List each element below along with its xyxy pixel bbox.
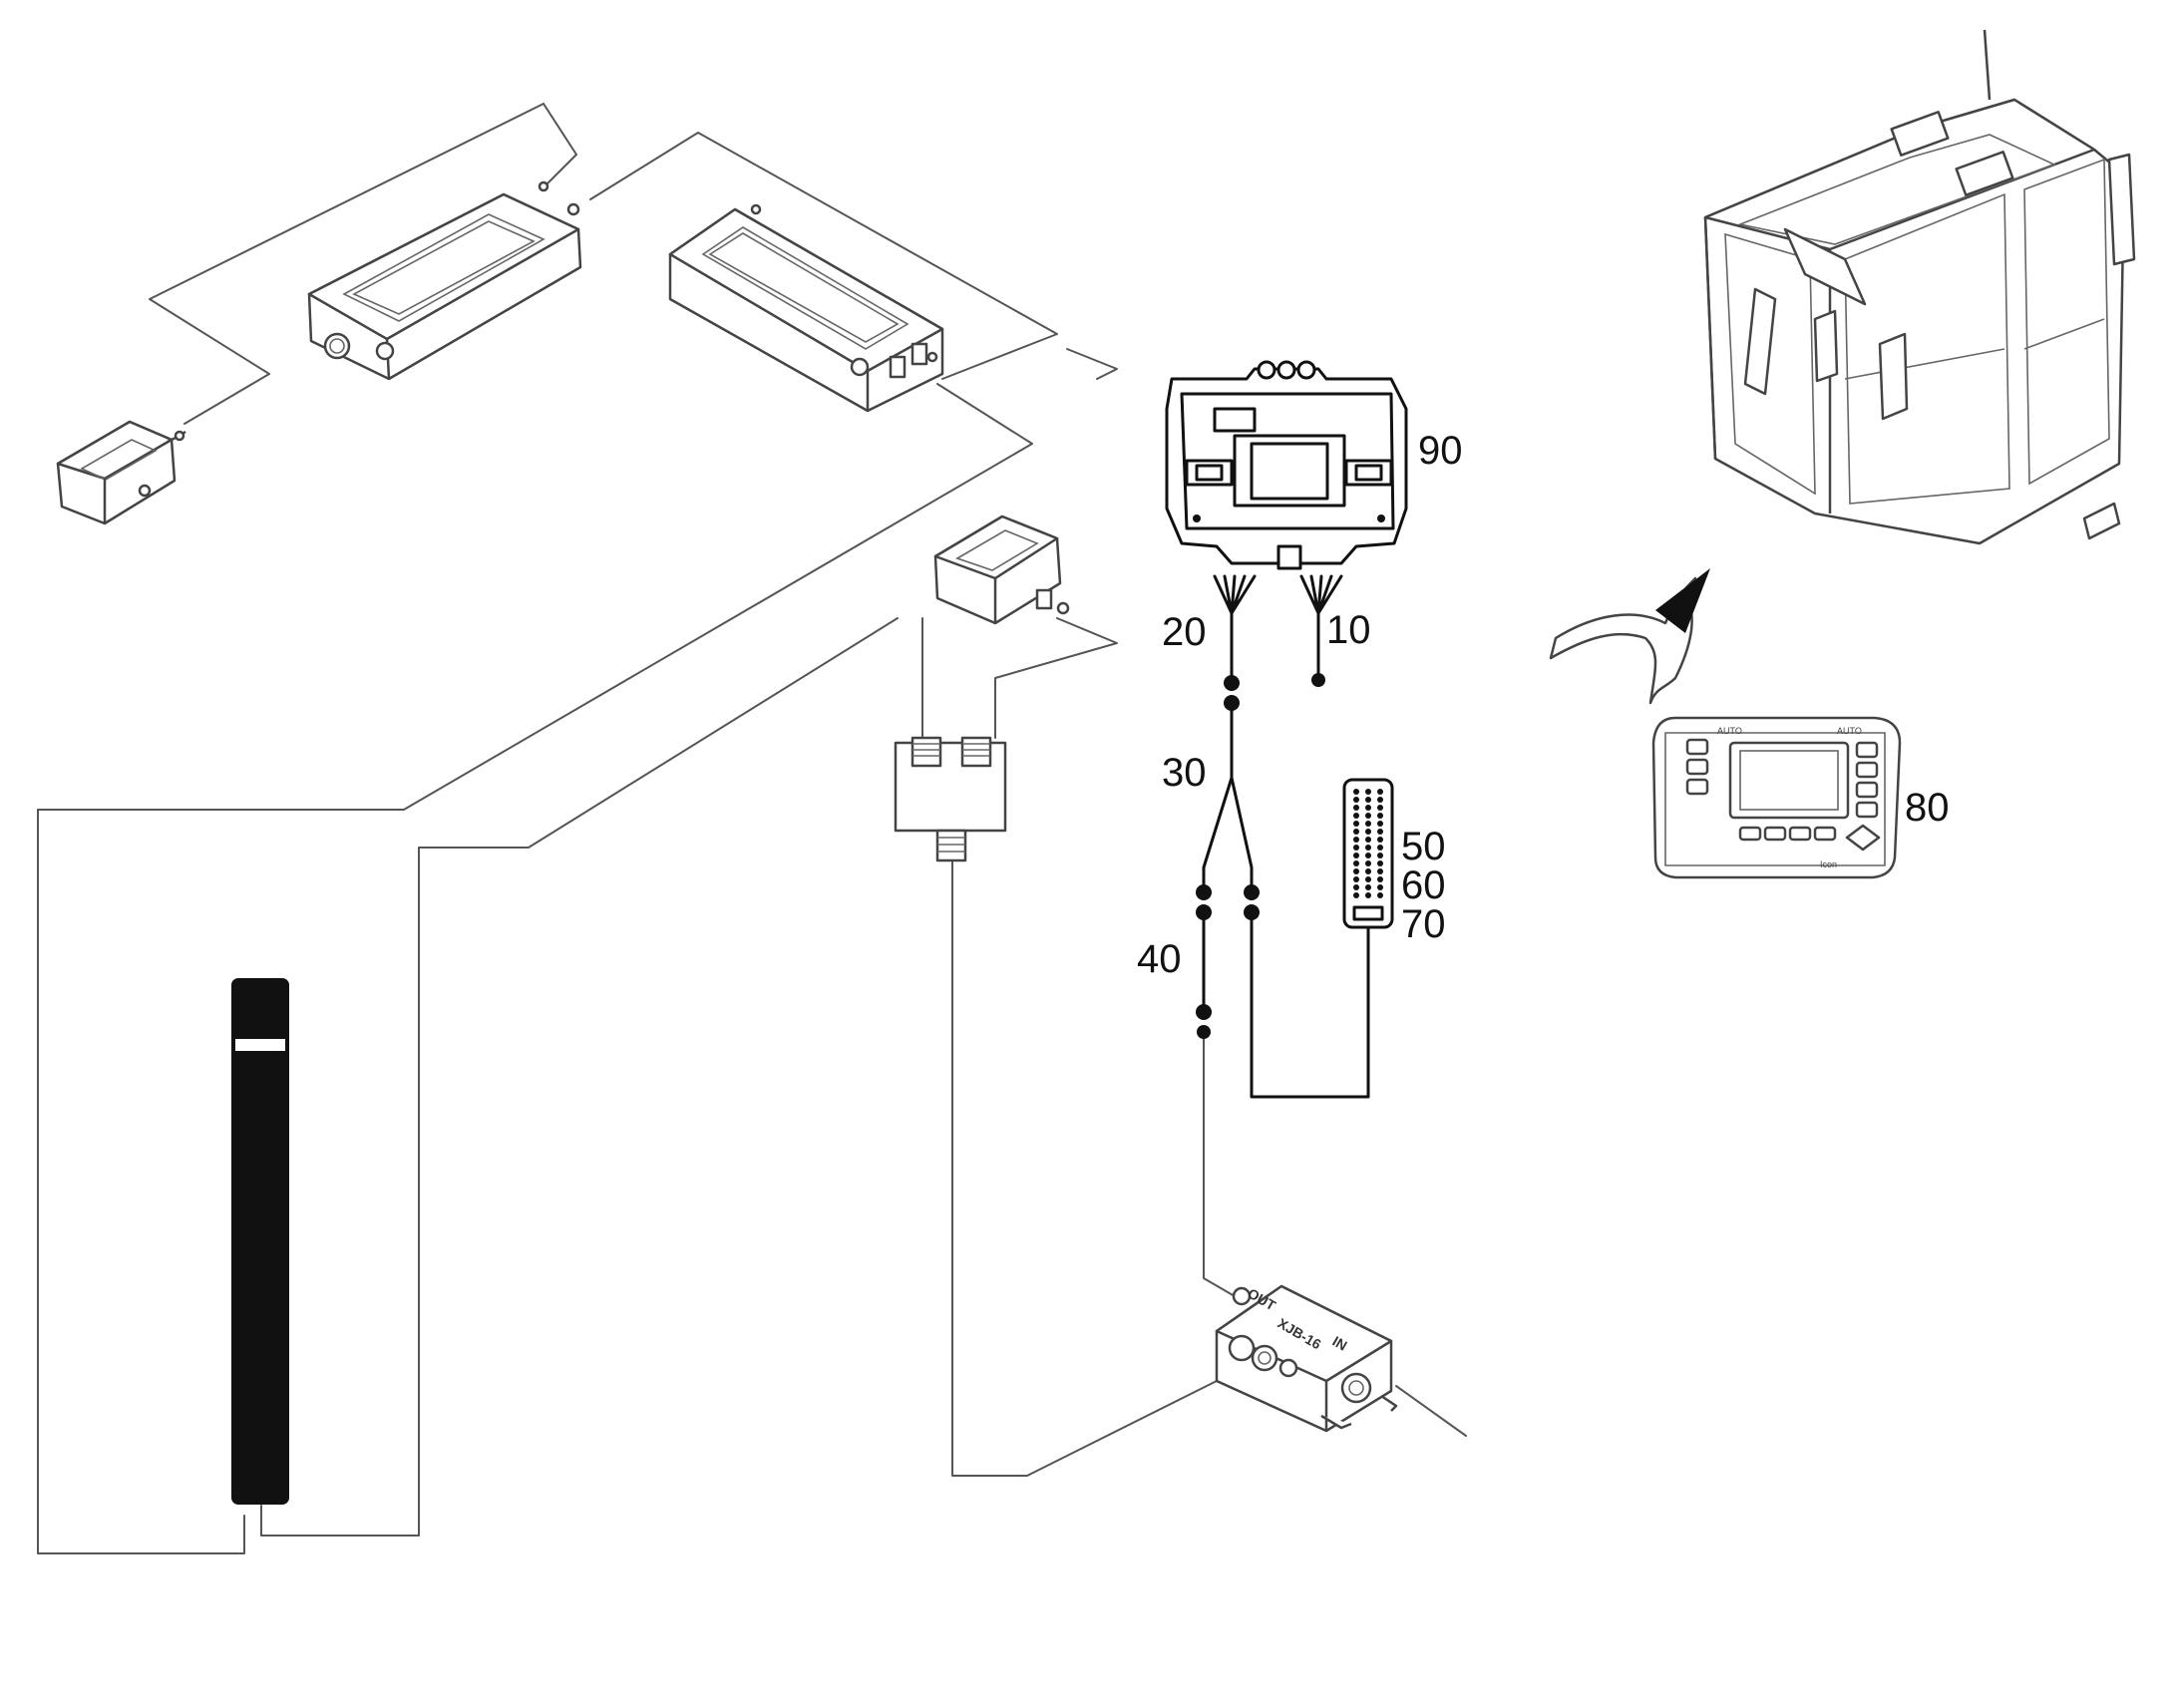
display-auto-right: AUTO [1837,726,1862,736]
terminal-pin [1377,821,1383,827]
callout-60: 60 [1401,863,1446,907]
control-module [1165,360,1408,570]
terminal-pin [1365,876,1371,882]
terminal-pin [1377,805,1383,811]
terminal-pin [1365,837,1371,843]
terminal-pin [1353,789,1359,795]
terminal-pin [1353,837,1359,843]
terminal-pin [1365,853,1371,858]
callout-30: 30 [1162,751,1207,795]
terminal-pin [1365,860,1371,866]
middle-clamp-sensor [933,514,1070,625]
terminal-pin [1365,868,1371,874]
callout-80: 80 [1905,786,1950,830]
terminal-pin [1377,837,1383,843]
terminal-pin [1377,853,1383,858]
terminal-pin [1353,797,1359,803]
display-unit: AUTO AUTO Icon [1651,716,1902,879]
cable-40 [1196,904,1212,1039]
operator-cab [1703,29,2136,545]
display-brand: Icon [1820,859,1837,869]
terminal-pin [1365,813,1371,819]
terminal-pin [1365,821,1371,827]
callout-10: 10 [1326,608,1371,652]
terminal-pin [1353,853,1359,858]
wiring-lines [37,103,1467,1554]
terminal-pin [1377,884,1383,890]
terminal-pin [1353,860,1359,866]
terminal-pin [1365,829,1371,835]
terminal-pin [1377,797,1383,803]
terminal-pin [1377,845,1383,851]
terminal-pin [1353,805,1359,811]
terminal-pin [1353,845,1359,851]
terminal-block [1342,778,1394,929]
callout-70: 70 [1401,902,1446,946]
terminal-pin [1365,845,1371,851]
junction-box: OUT XJB-16 IN [1215,1285,1398,1433]
terminal-pin [1353,813,1359,819]
callout-90: 90 [1418,429,1463,473]
terminal-pin [1353,892,1359,898]
cable-20 [1213,574,1257,711]
terminal-pin [1377,892,1383,898]
terminal-pin [1365,892,1371,898]
terminal-pin [1365,789,1371,795]
terminal-pin [1365,805,1371,811]
left-clamp-sensor [56,420,186,525]
left-sensor-box [307,180,582,381]
terminal-pin [1353,876,1359,882]
terminal-pin [1353,821,1359,827]
display-auto-left: AUTO [1717,726,1742,736]
terminal-pin [1365,884,1371,890]
terminal-pin [1353,829,1359,835]
right-sensor-box [668,203,944,413]
cable-50-60-70 [1244,904,1370,1099]
mast-antenna [231,978,289,1505]
callout-20: 20 [1162,610,1207,654]
callout-50: 50 [1401,825,1446,868]
terminal-pin [1377,789,1383,795]
terminal-pin [1377,829,1383,835]
terminal-pin [1377,868,1383,874]
install-arrow [1549,568,1710,705]
terminal-pins [1353,789,1383,898]
terminal-pin [1377,876,1383,882]
cable-30 [1196,701,1260,900]
splitter-connector [894,736,1007,862]
terminal-pin [1377,813,1383,819]
callout-40: 40 [1137,937,1182,981]
jb-in-label: IN [1330,1333,1350,1354]
terminal-pin [1353,868,1359,874]
callout-labels: 90 20 10 30 40 50 60 70 80 [1137,429,1950,981]
terminal-pin [1377,860,1383,866]
terminal-pin [1365,797,1371,803]
terminal-pin [1353,884,1359,890]
cable-10 [1299,574,1343,687]
